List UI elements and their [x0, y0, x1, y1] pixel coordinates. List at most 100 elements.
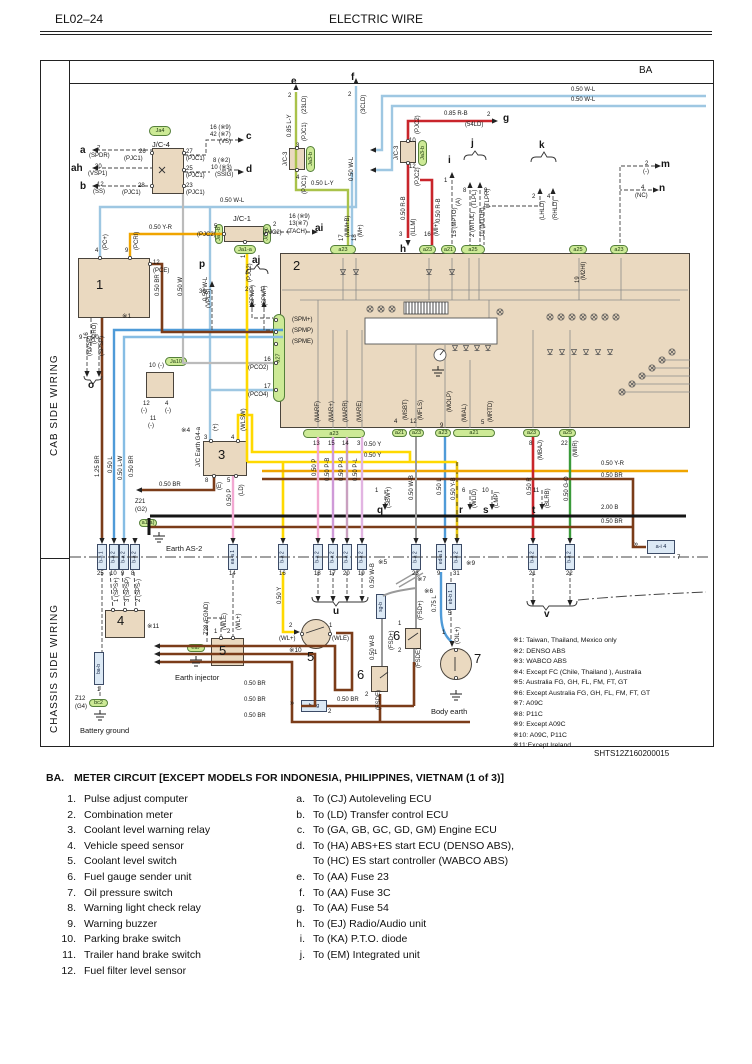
legend-item: 7.Oil pressure switch	[54, 886, 172, 899]
page-code: EL02–24	[55, 12, 104, 26]
wire-label: ※11	[147, 623, 160, 630]
wire-label: (MRTD)	[488, 400, 494, 422]
legend-item-number: d.	[296, 839, 305, 852]
wire-label: (PCO4)	[248, 392, 269, 398]
wire-label: (PJC1)	[124, 156, 143, 162]
sidebar-section-divider	[41, 558, 69, 560]
connector-label: a21	[443, 246, 454, 253]
wire-label: 1	[329, 623, 333, 629]
legend-item-number: 7.	[67, 886, 76, 899]
wire-label: »	[290, 698, 295, 707]
connector-label: a23	[338, 246, 348, 253]
connector-label: a21	[394, 430, 405, 436]
wire-label: Earth injector	[175, 673, 220, 682]
wire-label: 0.50 L	[108, 456, 114, 473]
wire-label: 2	[289, 623, 293, 629]
legend-item-text: To (HC) ES start controller (WABCO ABS)	[313, 855, 509, 868]
connector-a23: a23	[523, 429, 540, 437]
legend-item-text: Warning buzzer	[84, 917, 158, 930]
wire-label: 9	[484, 188, 488, 194]
wire-label: 2	[365, 692, 369, 698]
wire-label: s	[483, 505, 489, 516]
wire-label: 3 (SPSP)	[125, 576, 131, 602]
wire-label: 36	[199, 289, 206, 295]
legend-item: 9. Warning buzzer	[54, 918, 157, 930]
wire-label: 22	[561, 441, 568, 447]
wire-label: »	[634, 539, 639, 548]
legend-item: 2.Combination meter	[54, 809, 172, 821]
wire-label: 8	[205, 478, 209, 484]
wire-label: 4	[394, 419, 398, 425]
wire-label: 0.75 L	[432, 595, 438, 612]
wire-label: 16 (※9)	[210, 125, 231, 131]
wire-label: t	[532, 505, 536, 516]
legend-item-text: Parking brake switch	[84, 933, 181, 946]
wire-label: 16	[424, 232, 431, 238]
wire-label: 16	[264, 357, 271, 363]
wire-label: 10	[409, 138, 416, 144]
wire-label: q	[377, 505, 384, 516]
wire-label: ※6	[424, 588, 434, 595]
wire-label: (SPSP)	[99, 335, 105, 356]
wire-label: 0.50 W-L	[571, 87, 596, 93]
wire-label: 0.50 P-G	[339, 456, 345, 481]
fuel-gauge-sender-a	[371, 666, 388, 692]
wire-label: 2	[293, 258, 301, 273]
wire-label: d	[246, 164, 253, 175]
connector-a21: a21	[441, 245, 456, 254]
legend-item-text: Coolant level warning relay	[84, 824, 211, 837]
legend-item: 12.Fuel filter level sensor	[54, 965, 186, 977]
wire-label: 0.50 P	[227, 488, 233, 506]
legend-item-number: 1.	[67, 793, 76, 805]
wire-label: (RHLD)	[553, 199, 559, 220]
wire-label: (PCO2)	[248, 365, 269, 371]
wire-label: 1	[374, 650, 378, 656]
connector-label: Ja1-a	[238, 246, 252, 253]
wire-label: 25	[97, 571, 104, 577]
wire-label: 0.50 Y-B	[451, 477, 457, 500]
legend-item-text: Coolant level switch	[84, 855, 177, 868]
wire-label: 0.50 R	[527, 477, 533, 495]
wire-label: 0.50 BR	[244, 681, 266, 687]
legend-item-number: g.	[296, 902, 305, 915]
wire-label: (MARR)	[343, 400, 349, 422]
wire-label: (PCE)	[153, 268, 170, 274]
connector-label: a23	[526, 430, 537, 436]
wire-label: 2	[288, 93, 292, 99]
wire-label: 4	[641, 185, 645, 191]
wire-label: (PJC1)	[122, 190, 141, 196]
wire-label: u	[333, 606, 340, 617]
wire-label: (ILLM)	[411, 218, 417, 236]
wire-label: 4	[95, 248, 99, 254]
wire-label: 20	[92, 335, 99, 341]
wire-label: 3	[296, 143, 300, 149]
pulse-adjust-computer	[78, 258, 150, 318]
wire-label: 13(※7)	[289, 221, 309, 227]
wire-label: 3	[357, 441, 361, 447]
wire-label: 1 (SPS+)	[114, 577, 120, 602]
wire-label: 1	[241, 254, 247, 258]
wire-label: 6	[393, 628, 401, 643]
wire-label: (WL+)	[236, 613, 242, 631]
connector-label: a25	[573, 246, 583, 253]
wire-label: 0.50 BR	[129, 455, 135, 477]
reference-code: SHTS12Z160200015	[594, 749, 670, 758]
wire-label: 0.50 W-L	[220, 198, 245, 204]
wire-label: 11	[533, 488, 540, 494]
legend-item: d.To (HA) ABS+ES start ECU (DENSO ABS),	[289, 840, 514, 852]
wire-label: 0.50 W-L	[571, 97, 596, 103]
connector-label: a23	[422, 246, 433, 253]
legend-item-number: 9.	[67, 917, 76, 930]
connector-a23: a23	[419, 245, 436, 254]
wire-label: Battery ground	[80, 726, 130, 735]
wire-label: c	[246, 131, 252, 142]
wire-label: (PJC2)	[415, 167, 421, 186]
legend-code: BA.	[46, 772, 65, 784]
connector-a25: a25	[461, 245, 485, 254]
wire-label: 30	[95, 164, 102, 170]
wire-label: 8	[529, 441, 533, 447]
connector-eb-b1: eb-b 1	[446, 583, 456, 610]
legend-item: 3.Coolant level warning relay	[54, 824, 210, 836]
wire-label: 0.50 G-O	[564, 476, 570, 501]
wire-label: 18	[314, 571, 321, 577]
